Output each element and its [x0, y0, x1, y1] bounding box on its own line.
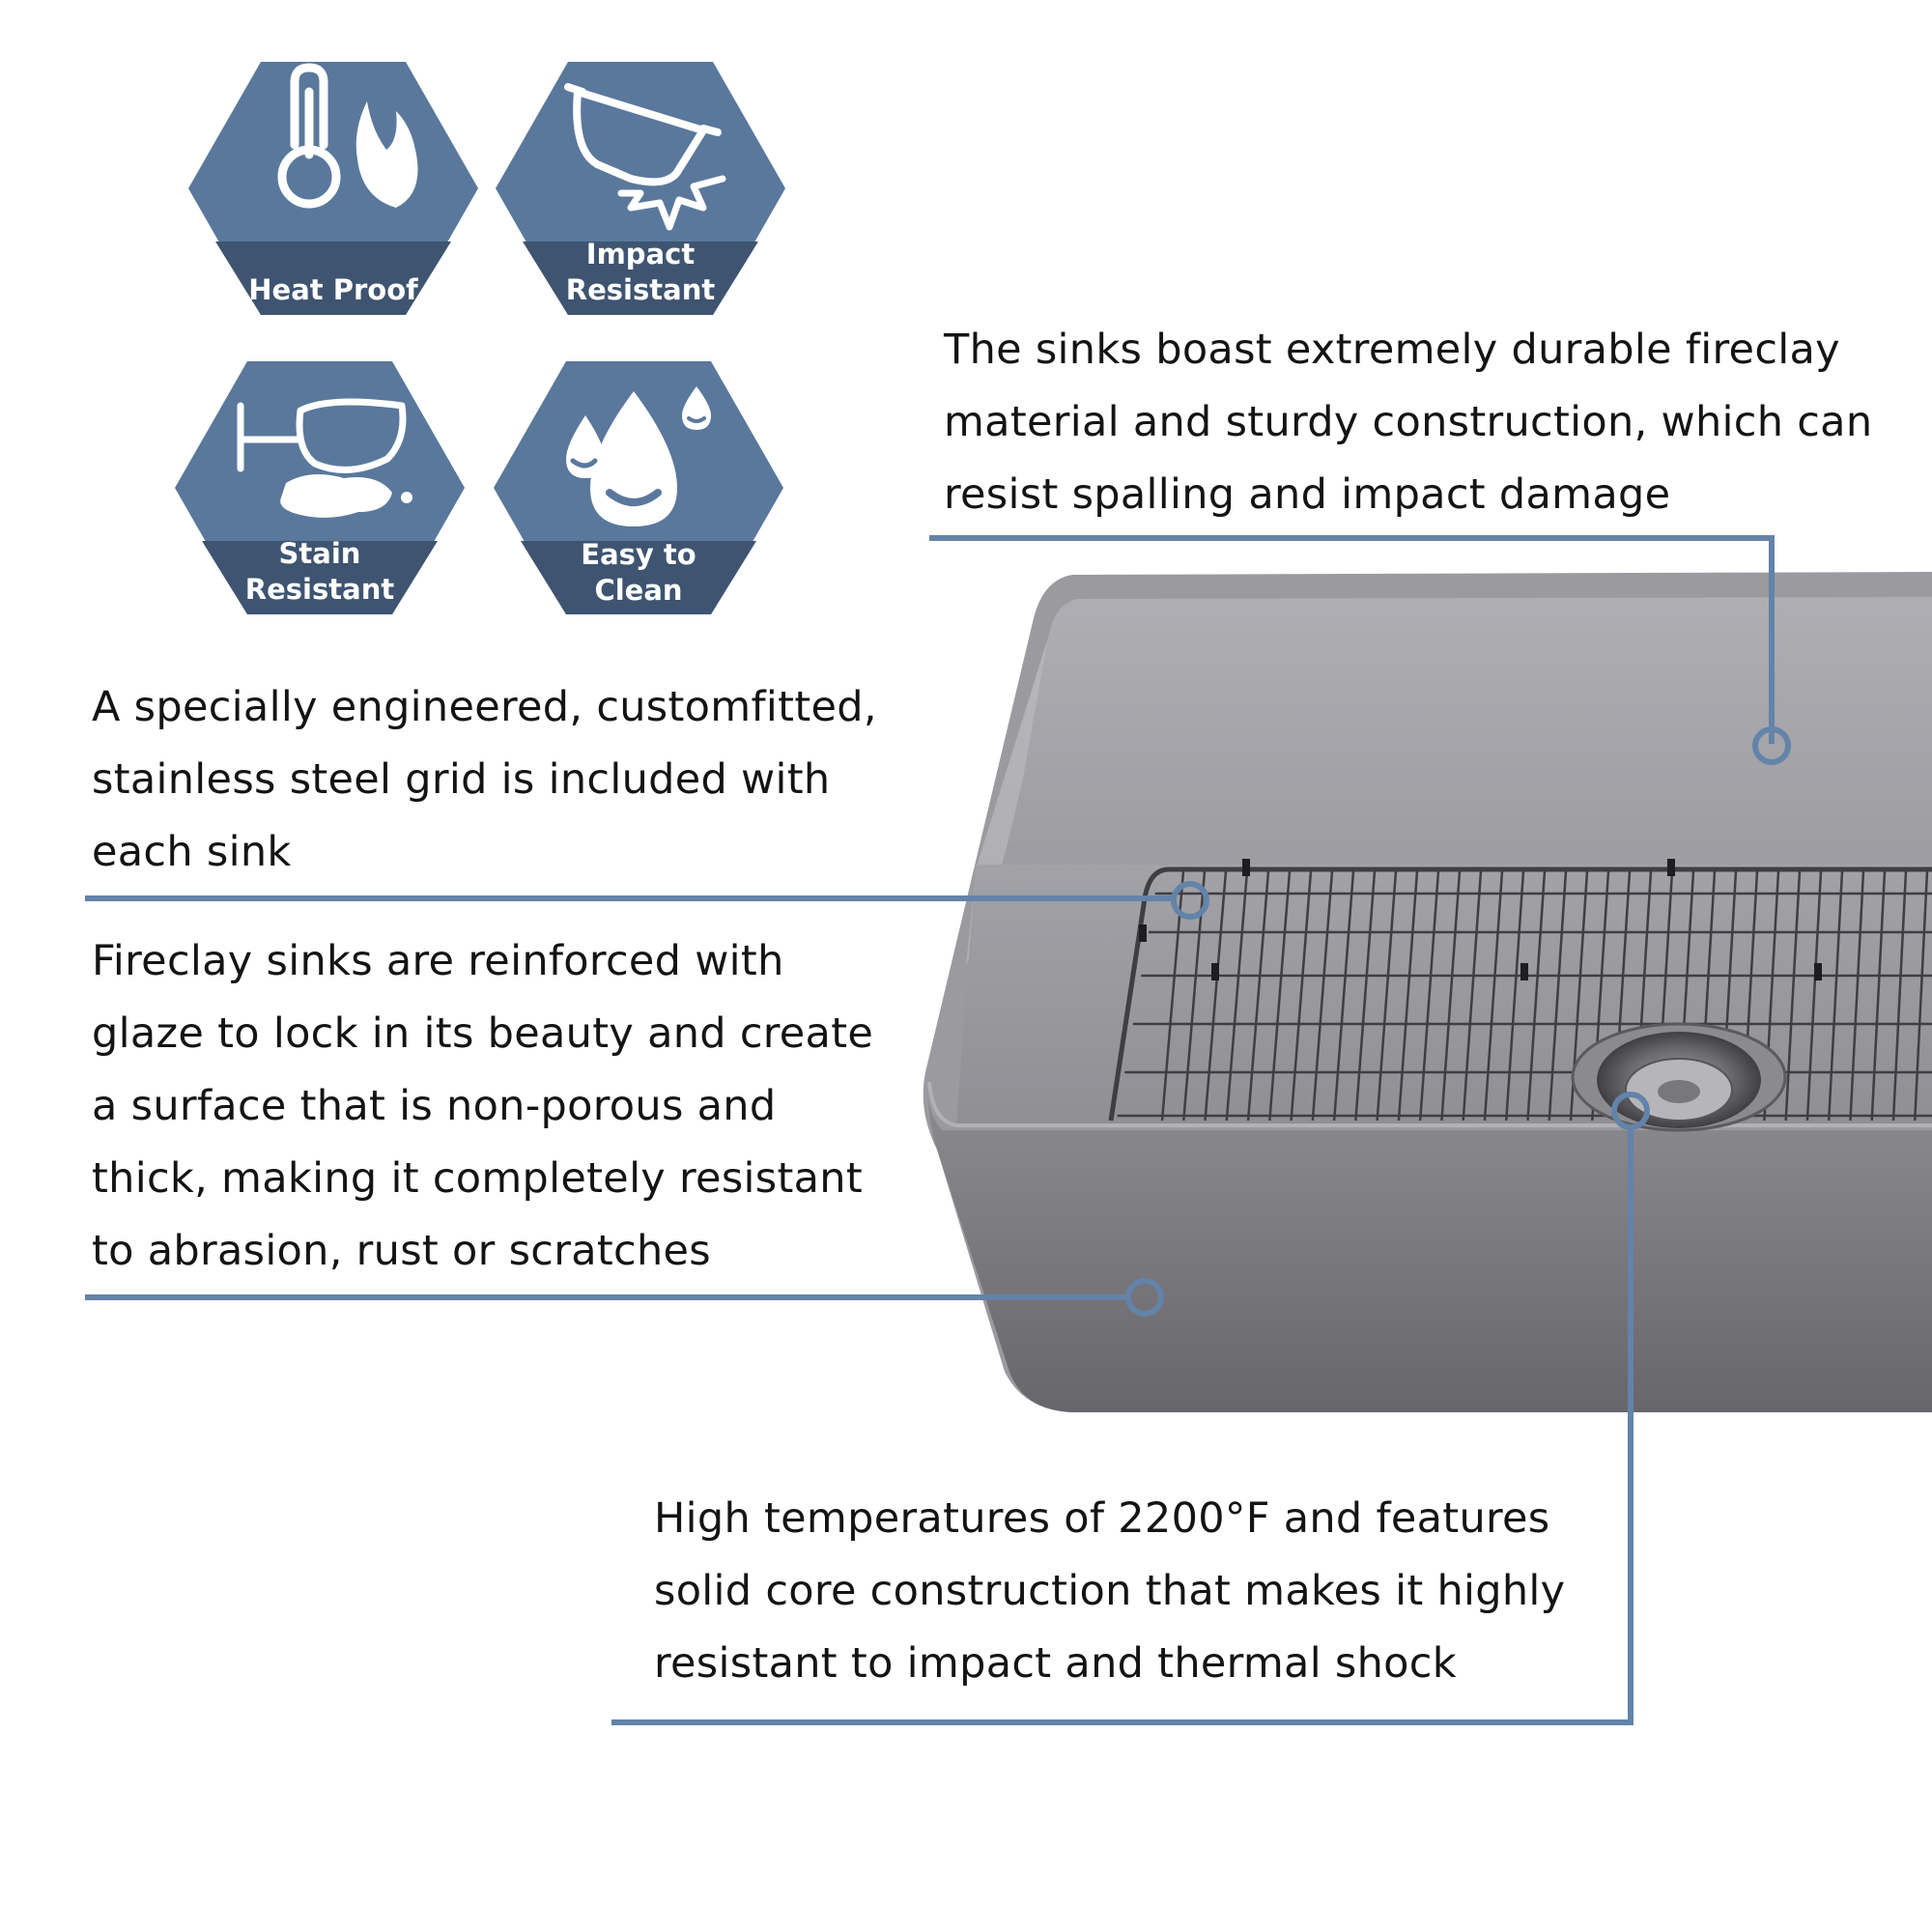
grid-wire-vertical [1891, 870, 1908, 1122]
thermometer-flame-icon [277, 63, 418, 209]
feature-text-durable: The sinks boast extremely durable firecl… [944, 314, 1872, 531]
feature-line: to abrasion, rust or scratches [92, 1227, 711, 1275]
grid-wire-vertical [1204, 870, 1228, 1122]
badge-impact-resistant [496, 62, 785, 315]
grid-bumper [1520, 963, 1528, 980]
grid-wire-vertical [1827, 870, 1844, 1122]
feature-line: The sinks boast extremely durable firecl… [944, 326, 1840, 374]
feature-line: glaze to lock in its beauty and create [92, 1009, 874, 1058]
badge-label-impact-resistant: Impact Resistant [486, 237, 795, 308]
stainless-steel-grid [1108, 859, 1932, 1122]
badge-label-line: Stain [278, 537, 361, 570]
fireclay-sink [923, 572, 1932, 1412]
badge-label-line: Heat Proof [248, 273, 418, 306]
water-drops-icon [566, 386, 711, 526]
feature-line: a surface that is non-porous and [92, 1082, 777, 1130]
badge-stain-resistant [175, 361, 465, 614]
grid-wire-vertical [1526, 870, 1547, 1122]
grid-wire-vertical [1376, 870, 1398, 1122]
feature-line: resistant to impact and thermal shock [654, 1639, 1457, 1688]
feature-text-glaze: Fireclay sinks are reinforced with glaze… [92, 925, 873, 1288]
grid-wire-vertical [1225, 870, 1249, 1122]
badge-label-line: Resistant [244, 573, 395, 606]
feature-line: A specially engineered, customfitted, [92, 683, 877, 731]
grid-wire-vertical [1849, 870, 1865, 1122]
feature-line: High temperatures of 2200°F and features [654, 1494, 1550, 1543]
feature-line: thick, making it completely resistant [92, 1154, 863, 1203]
sink-drain [1571, 1022, 1787, 1132]
grid-wire-vertical [1913, 870, 1929, 1122]
callout-line-durable [929, 535, 1775, 744]
badge-label-line: Easy to [581, 538, 696, 571]
grid-wire-vertical [1440, 870, 1462, 1122]
grid-wire-vertical [1483, 870, 1504, 1122]
grid-bumper [1814, 963, 1822, 980]
callout-lines [85, 535, 1791, 1725]
grid-wire-vertical [1246, 870, 1270, 1122]
grid-wire-vertical [1805, 870, 1823, 1122]
grid-bumper [1242, 859, 1250, 876]
badge-easy-to-clean [494, 361, 783, 614]
grid-wire-vertical [1397, 870, 1419, 1122]
grid-bumper [1139, 924, 1147, 942]
badge-label-stain-resistant: Stain Resistant [165, 536, 474, 608]
sink-apron-edge [927, 1081, 1932, 1127]
feature-line: solid core construction that makes it hi… [654, 1567, 1566, 1615]
feature-badges [175, 62, 785, 614]
grid-bumper [1211, 963, 1219, 980]
badge-label-easy-to-clean: Easy to Clean [484, 537, 793, 609]
grid-wire-vertical [1784, 870, 1802, 1122]
grid-wire-vertical [1870, 870, 1887, 1122]
feature-line: Fireclay sinks are reinforced with [92, 937, 784, 985]
feature-text-temperature: High temperatures of 2200°F and features… [654, 1483, 1565, 1700]
grid-wire-vertical [1418, 870, 1440, 1122]
badge-label-heat-proof: Heat Proof [179, 272, 488, 308]
grid-wire-vertical [1268, 870, 1292, 1122]
badge-label-line: Resistant [565, 273, 716, 306]
callout-line-temperature [611, 1128, 1634, 1725]
feature-line: resist spalling and impact damage [944, 470, 1671, 519]
grid-wire-vertical [1548, 870, 1568, 1122]
callout-marker-grid [1171, 881, 1209, 920]
grid-wire-vertical [1290, 870, 1313, 1122]
callout-marker-durable [1752, 726, 1791, 765]
grid-wire-vertical [1462, 870, 1483, 1122]
callout-marker-glaze [1125, 1278, 1164, 1317]
grid-wire-vertical [1354, 870, 1377, 1122]
pot-impact-icon [564, 83, 726, 231]
grid-wire-vertical [1504, 870, 1525, 1122]
grid-bumper [1667, 859, 1675, 876]
badge-heat-proof [188, 62, 478, 315]
grid-wire-vertical [1311, 870, 1334, 1122]
badge-label-line: Impact [585, 238, 696, 270]
grid-wire-vertical [1332, 870, 1355, 1122]
feature-line: material and sturdy construction, which … [944, 398, 1873, 446]
feature-line: stainless steel grid is included with [92, 755, 831, 804]
wine-glass-spill-icon [237, 398, 412, 518]
badge-label-line: Clean [594, 574, 683, 607]
callout-marker-temperature [1611, 1092, 1650, 1130]
sink-back-wall [976, 597, 1932, 869]
feature-text-grid: A specially engineered, customfitted, st… [92, 671, 877, 889]
feature-line: each sink [92, 828, 292, 876]
sink-apron-front [926, 1077, 1932, 1412]
